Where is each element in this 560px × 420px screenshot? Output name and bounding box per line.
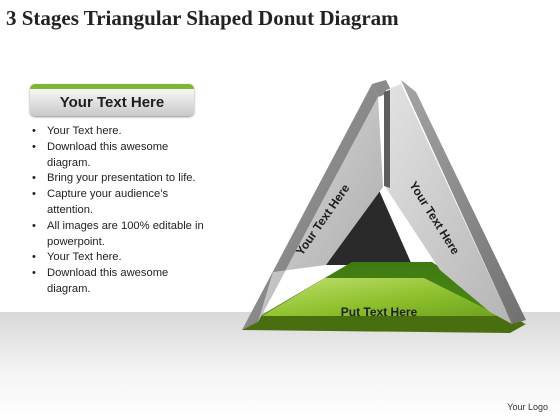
bullet-list: Your Text here. Download this awesome di… xyxy=(30,124,210,298)
bottom-segment xyxy=(262,278,500,316)
text-header-box: Your Text Here xyxy=(30,84,194,116)
bullet-item: All images are 100% editable in powerpoi… xyxy=(30,219,210,251)
bullet-item: Your Text here. xyxy=(30,250,210,266)
right-segment-outer-side xyxy=(401,80,526,324)
diagram-inner-opening xyxy=(326,188,412,265)
logo-text: Your Logo xyxy=(507,402,548,412)
bottom-segment-edge xyxy=(242,316,526,333)
bottom-segment-label: Put Text Here xyxy=(341,305,418,319)
right-segment-inner-edge xyxy=(384,90,390,188)
bullet-item: Download this awesome diagram. xyxy=(30,266,210,298)
bullet-item: Download this awesome diagram. xyxy=(30,140,210,172)
text-header-label: Your Text Here xyxy=(59,94,165,111)
left-segment-outer-side xyxy=(242,84,378,330)
bullet-item: Capture your audience’s attention. xyxy=(30,187,210,219)
right-segment xyxy=(386,84,512,324)
page-title: 3 Stages Triangular Shaped Donut Diagram xyxy=(6,6,399,30)
left-segment xyxy=(258,97,383,322)
bullet-item: Your Text here. xyxy=(30,124,210,140)
bullet-item: Bring your presentation to life. xyxy=(30,171,210,187)
